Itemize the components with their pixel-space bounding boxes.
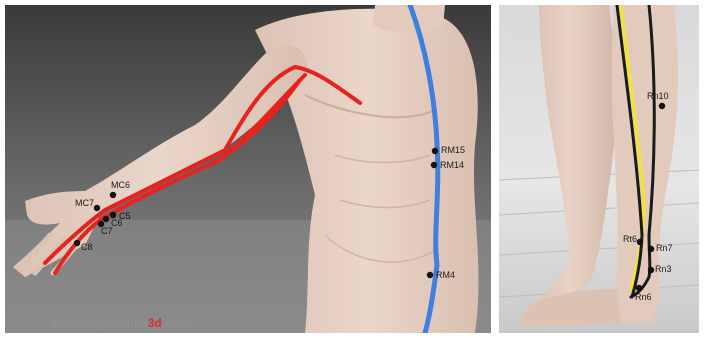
leg-illustration: Rn10 Rt6 Rn7 Rn3 Rn6	[499, 5, 699, 333]
leg-panel: Rn10 Rt6 Rn7 Rn3 Rn6	[499, 5, 699, 333]
point-c6[interactable]	[103, 216, 109, 222]
label-rn10: Rn10	[647, 91, 669, 101]
label-rn3: Rn3	[655, 264, 672, 274]
point-rm4[interactable]	[427, 272, 433, 278]
torso-arm-illustration: MC6 MC7 C5 C6 C7 C8 RM15 RM14 RM4 www.ac…	[5, 5, 491, 333]
point-rm15[interactable]	[432, 148, 438, 154]
watermark: www.acupuncture3d.com	[52, 316, 188, 330]
label-rn6: Rn6	[635, 292, 652, 302]
watermark-accent: 3d	[148, 316, 162, 330]
point-c8[interactable]	[74, 240, 80, 246]
watermark-suffix: .com	[162, 316, 188, 330]
point-rn3[interactable]	[648, 267, 654, 273]
point-rn7[interactable]	[648, 246, 654, 252]
label-c6: C6	[111, 218, 123, 228]
torso-arm-panel: MC6 MC7 C5 C6 C7 C8 RM15 RM14 RM4 www.ac…	[5, 5, 491, 333]
label-c8: C8	[81, 242, 93, 252]
label-rn7: Rn7	[656, 243, 673, 253]
label-c7: C7	[101, 226, 113, 236]
point-rt6[interactable]	[637, 239, 643, 245]
label-rt6: Rt6	[623, 234, 637, 244]
label-mc6: MC6	[111, 180, 130, 190]
label-rm15: RM15	[441, 145, 465, 155]
point-rn10[interactable]	[659, 103, 665, 109]
point-mc7[interactable]	[94, 205, 100, 211]
label-rm4: RM4	[436, 270, 455, 280]
point-mc6[interactable]	[110, 192, 116, 198]
watermark-prefix: www.acupuncture	[52, 316, 148, 330]
label-rm14: RM14	[440, 160, 464, 170]
point-rm14[interactable]	[431, 162, 437, 168]
label-mc7: MC7	[75, 198, 94, 208]
point-rn6[interactable]	[636, 285, 642, 291]
